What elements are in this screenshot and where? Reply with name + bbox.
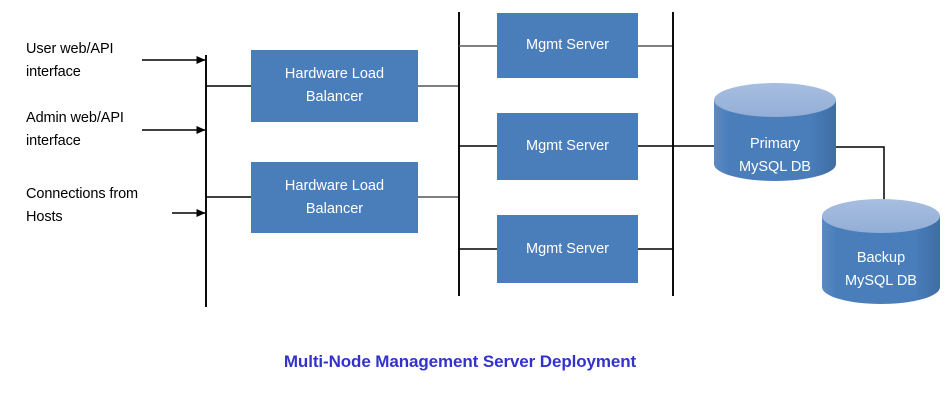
backup-db-label[interactable]: Backup MySQL DB xyxy=(845,250,917,289)
input-label-user-web-api: User web/API interface xyxy=(26,41,114,80)
primary-to-backup-db-line xyxy=(836,146,885,213)
primary-db-label[interactable]: Primary MySQL DB xyxy=(739,136,811,175)
hardware-load-balancer-2[interactable]: Hardware Load Balancer xyxy=(251,162,418,233)
primary-db-cylinder xyxy=(714,83,836,181)
hardware-load-balancer-1[interactable]: Hardware Load Balancer xyxy=(251,50,418,122)
input-arrows xyxy=(142,56,206,217)
input-label-admin-web-api: Admin web/API interface xyxy=(26,110,124,149)
mgmt-server-1[interactable]: Mgmt Server xyxy=(497,13,638,78)
backup-db-cylinder xyxy=(822,199,940,304)
diagram-title: Multi-Node Management Server Deployment xyxy=(283,352,637,371)
input-label-connections-from-hosts: Connections from Hosts xyxy=(26,186,139,225)
mgmt-server-3[interactable]: Mgmt Server xyxy=(497,215,638,283)
mgmt-server-2[interactable]: Mgmt Server xyxy=(497,113,638,180)
